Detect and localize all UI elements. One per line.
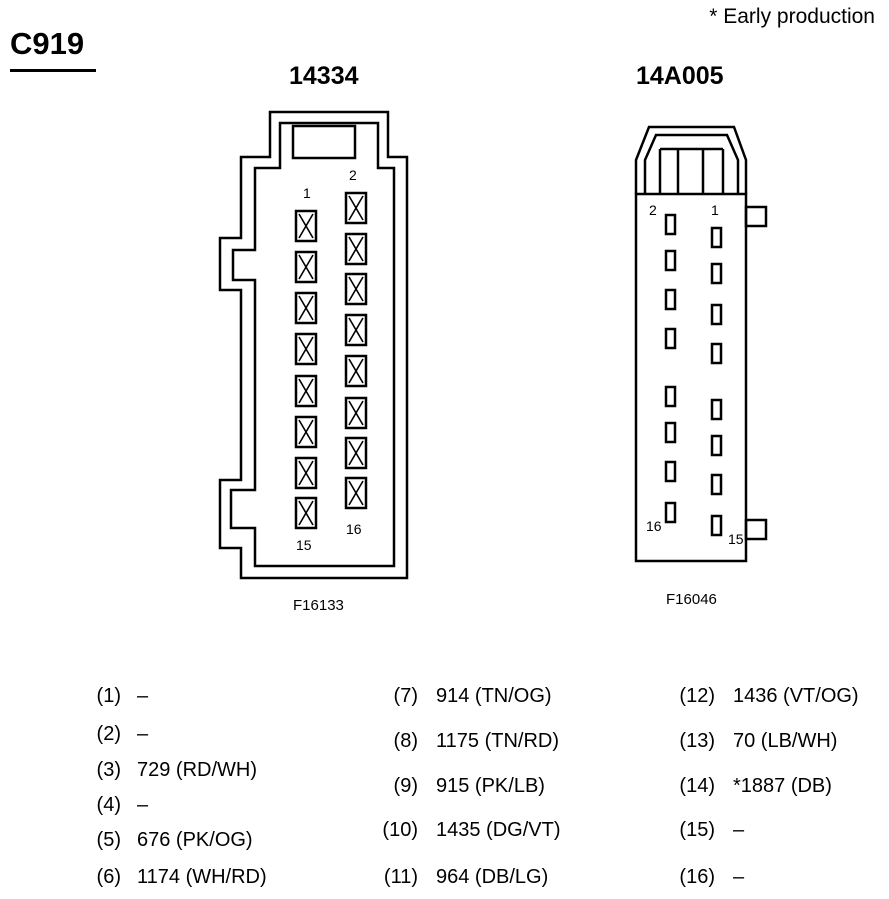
right-pin-label-15: 15 bbox=[728, 531, 744, 547]
left-cavity-even-2 bbox=[344, 232, 368, 266]
left-pin-label-16: 16 bbox=[346, 521, 362, 537]
left-connector-outer-shell bbox=[218, 110, 409, 580]
pin-number: (12) bbox=[679, 685, 715, 707]
right-terminal-right-6 bbox=[710, 434, 723, 457]
right-terminal-left-1 bbox=[664, 213, 677, 236]
pin-number: (14) bbox=[679, 775, 715, 797]
right-terminal-left-2 bbox=[664, 249, 677, 272]
right-terminal-left-6 bbox=[664, 421, 677, 444]
pin-number: (8) bbox=[393, 730, 418, 752]
pin-wire: 1435 (DG/VT) bbox=[436, 819, 561, 841]
left-cavity-odd-5 bbox=[294, 374, 318, 408]
left-cavity-odd-1 bbox=[294, 209, 318, 243]
right-terminal-left-4 bbox=[664, 327, 677, 350]
right-terminal-right-3 bbox=[710, 303, 723, 326]
right-terminal-right-2 bbox=[710, 262, 723, 285]
right-terminal-left-3 bbox=[664, 288, 677, 311]
right-figure-id: F16046 bbox=[666, 591, 717, 608]
early-production-note: * Early production bbox=[709, 5, 875, 28]
pin-wire: – bbox=[733, 819, 745, 841]
pin-wire: – bbox=[137, 794, 149, 816]
left-cavity-odd-4 bbox=[294, 332, 318, 366]
left-connector-face bbox=[218, 110, 409, 580]
left-cavity-even-6 bbox=[344, 396, 368, 430]
left-cavity-odd-3 bbox=[294, 291, 318, 325]
left-connector-inner-shell bbox=[229, 121, 396, 568]
left-cavity-even-1 bbox=[344, 191, 368, 225]
left-connector-cavities bbox=[294, 191, 368, 530]
right-terminal-left-7 bbox=[664, 460, 677, 483]
right-connector-cap-inner bbox=[643, 133, 740, 194]
pin-wire: – bbox=[137, 685, 149, 707]
pin-wire: 1174 (WH/RD) bbox=[137, 866, 267, 888]
pin-number: (5) bbox=[96, 829, 121, 851]
pin-number: (9) bbox=[393, 775, 418, 797]
pin-number: (1) bbox=[96, 685, 121, 707]
left-pin-label-2: 2 bbox=[349, 167, 357, 183]
right-pin-label-16: 16 bbox=[646, 518, 662, 534]
left-cavity-even-4 bbox=[344, 313, 368, 347]
pin-number: (13) bbox=[679, 730, 715, 752]
right-terminal-right-7 bbox=[710, 473, 723, 496]
pin-wire: 70 (LB/WH) bbox=[733, 730, 838, 752]
right-connector-cap bbox=[634, 125, 748, 194]
connector-diagram: 1 2 15 16 2 1 16 15 bbox=[218, 110, 768, 580]
left-cavity-odd-7 bbox=[294, 456, 318, 490]
right-connector-tab-bottom bbox=[744, 518, 768, 541]
pin-wire: 914 (TN/OG) bbox=[436, 685, 552, 707]
pin-wire: 915 (PK/LB) bbox=[436, 775, 545, 797]
left-cavity-even-3 bbox=[344, 272, 368, 306]
pin-wire: – bbox=[733, 866, 745, 888]
left-pin-label-1: 1 bbox=[303, 185, 311, 201]
right-terminal-right-8 bbox=[710, 514, 723, 537]
pin-number: (11) bbox=[383, 866, 418, 888]
right-terminal-left-8 bbox=[664, 501, 677, 524]
left-pin-label-15: 15 bbox=[296, 537, 312, 553]
pin-number: (15) bbox=[679, 819, 715, 841]
right-terminal-right-1 bbox=[710, 226, 723, 249]
right-pin-label-2: 2 bbox=[649, 202, 657, 218]
right-connector-part-number: 14A005 bbox=[636, 62, 724, 90]
pin-wire: 729 (RD/WH) bbox=[137, 759, 258, 781]
right-connector-tab-top bbox=[744, 205, 768, 228]
right-pin-label-1: 1 bbox=[711, 202, 719, 218]
right-connector-cavities bbox=[664, 213, 723, 537]
left-cavity-even-7 bbox=[344, 436, 368, 470]
pin-wire: 1175 (TN/RD) bbox=[436, 730, 559, 752]
connector-title: C919 bbox=[10, 26, 85, 61]
right-connector-face bbox=[634, 125, 768, 563]
pin-number: (4) bbox=[96, 794, 121, 816]
left-connector-part-number: 14334 bbox=[289, 62, 359, 90]
left-cavity-odd-2 bbox=[294, 250, 318, 284]
right-terminal-right-5 bbox=[710, 398, 723, 421]
pin-wire: 676 (PK/OG) bbox=[137, 829, 253, 851]
pin-number: (16) bbox=[679, 866, 715, 888]
title-underline bbox=[10, 69, 96, 72]
left-connector-latch bbox=[291, 124, 357, 160]
left-cavity-odd-6 bbox=[294, 415, 318, 449]
left-figure-id: F16133 bbox=[293, 597, 344, 614]
pin-number: (6) bbox=[96, 866, 121, 888]
left-cavity-odd-8 bbox=[294, 496, 318, 530]
pin-number: (10) bbox=[382, 819, 418, 841]
right-connector-body bbox=[634, 192, 748, 563]
pin-number: (7) bbox=[393, 685, 418, 707]
pin-wire: – bbox=[137, 723, 149, 745]
left-cavity-even-8 bbox=[344, 476, 368, 510]
pin-number: (2) bbox=[96, 723, 121, 745]
right-terminal-right-4 bbox=[710, 342, 723, 365]
left-cavity-even-5 bbox=[344, 354, 368, 388]
pin-wire: 964 (DB/LG) bbox=[436, 866, 549, 888]
pin-wire: *1887 (DB) bbox=[733, 775, 832, 797]
pin-number: (3) bbox=[96, 759, 121, 781]
right-terminal-left-5 bbox=[664, 385, 677, 408]
pin-wire: 1436 (VT/OG) bbox=[733, 685, 859, 707]
